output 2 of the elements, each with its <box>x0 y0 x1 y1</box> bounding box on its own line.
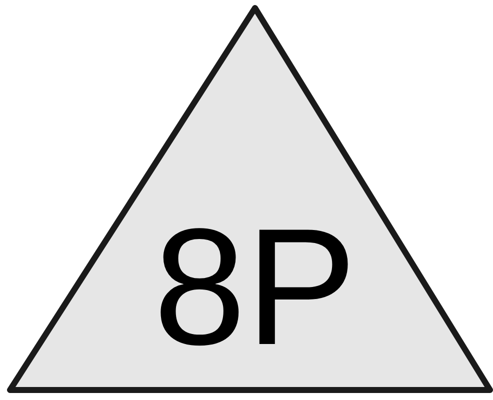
triangle-label: 8P <box>153 205 357 371</box>
triangle-shape <box>7 5 493 393</box>
